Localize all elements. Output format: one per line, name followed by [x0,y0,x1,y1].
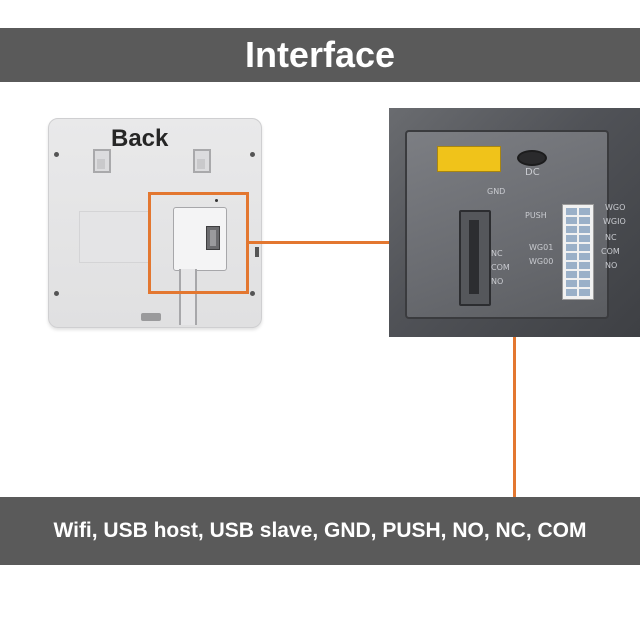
silkscreen-wg00: WG00 [529,257,554,266]
yellow-connector-icon [437,146,501,172]
cable-channel [179,269,197,325]
screw-icon [250,291,255,296]
socket-icon [206,226,220,250]
interface-list-caption: Wifi, USB host, USB slave, GND, PUSH, NO… [53,519,587,542]
silkscreen-wgo: WGO [605,203,626,212]
silkscreen-wg01: WG01 [529,243,554,252]
caption-banner: Wifi, USB host, USB slave, GND, PUSH, NO… [0,497,640,565]
silkscreen-gnd: GND [487,187,506,196]
silkscreen-push: PUSH [525,211,547,220]
interface-closeup-photo: DC GND PUSH NC COM NO WG01 WG00 WGO WGIO… [389,108,640,337]
recess-panel [79,211,151,263]
connector-line [247,241,389,244]
silkscreen-com-left: COM [491,263,510,272]
port-module [173,207,227,271]
screw-icon [54,152,59,157]
silkscreen-nc-left: NC [491,249,503,258]
mount-hook-icon [193,149,211,173]
silkscreen-nc-right: NC [605,233,617,242]
usb-slot-icon [459,210,491,306]
screw-icon [54,291,59,296]
device-back-panel: Back [48,118,262,328]
side-notch [255,247,259,257]
silkscreen-no-left: NO [491,277,504,286]
interface-highlight-box [148,192,249,294]
bottom-clip-icon [141,313,161,321]
page-title: Interface [244,34,396,75]
title-banner: Interface [0,28,640,82]
silkscreen-wgio: WGIO [603,217,626,226]
dc-port-icon [517,150,547,166]
port-cavity: DC GND PUSH NC COM NO WG01 WG00 [405,130,609,319]
screw-icon [250,152,255,157]
silkscreen-com-right: COM [601,247,620,256]
pin-header-icon [562,204,594,300]
mount-hook-icon [93,149,111,173]
silkscreen-dc: DC [525,167,540,178]
indicator-dot [215,199,218,202]
connector-line [513,337,516,498]
silkscreen-no-right: NO [605,261,618,270]
device-side-label: Back [111,125,169,152]
